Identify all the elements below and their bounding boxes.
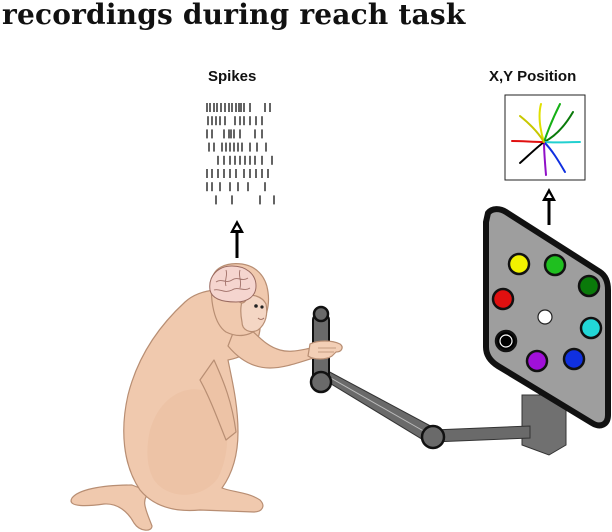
target-screen (483, 206, 611, 429)
target-ring-highlight (499, 334, 513, 348)
target-0 (507, 252, 531, 276)
target-7 (491, 287, 515, 311)
target-3 (579, 316, 603, 340)
spike-raster (206, 103, 275, 205)
target-2 (577, 274, 601, 298)
arrow-up-icon (542, 188, 556, 225)
target-5 (525, 349, 549, 373)
monkey (70, 263, 343, 531)
target-1 (543, 253, 567, 277)
spikes-label: Spikes (208, 68, 257, 85)
arrow-up-icon (230, 220, 244, 258)
manipulandum (309, 305, 567, 456)
figure-title: recordings during reach task (2, 0, 466, 31)
position-label: X,Y Position (489, 68, 577, 85)
brain-icon (209, 265, 257, 303)
center-target (537, 309, 553, 325)
target-4 (562, 347, 586, 371)
target-ring (491, 252, 603, 373)
xy-position-plot (504, 94, 586, 181)
target-6 (494, 329, 518, 353)
